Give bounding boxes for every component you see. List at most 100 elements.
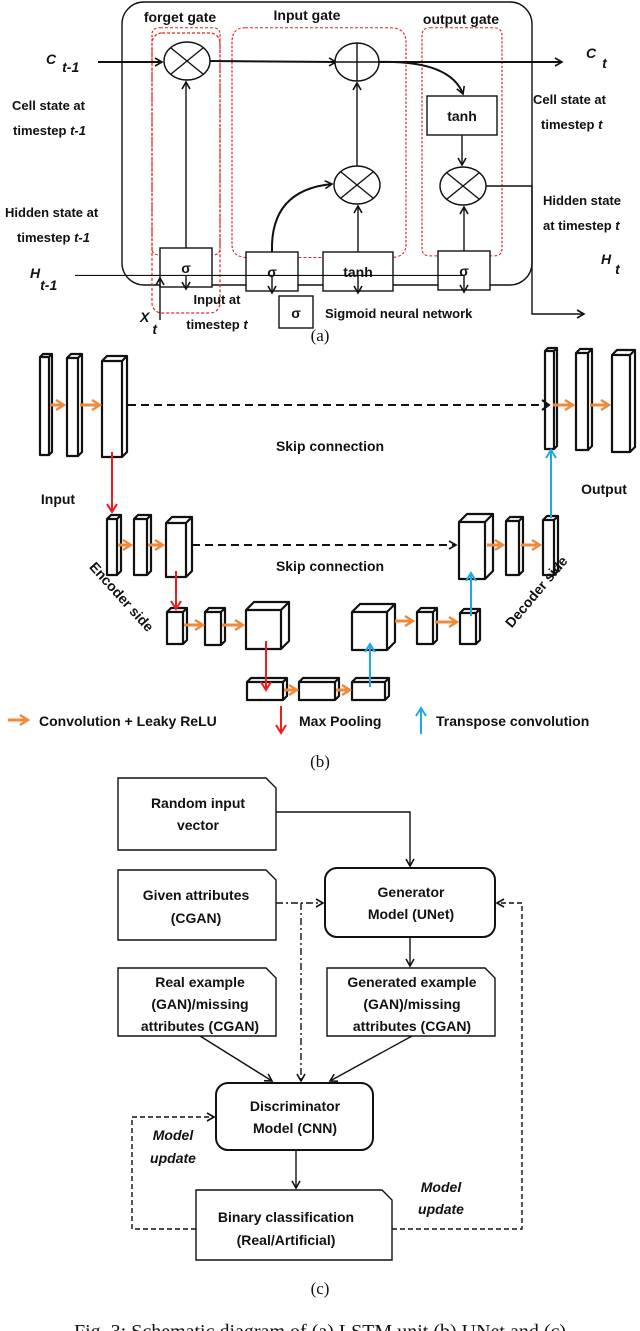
random-to-generator-arrow	[276, 811, 415, 868]
discriminator-box	[215, 1082, 374, 1151]
encoder-feature-map	[65, 352, 84, 458]
random-input-line-1: Random input	[151, 795, 245, 811]
legend-sigma-symbol: σ	[291, 305, 301, 321]
binary-classification-line-1: Binary classification	[218, 1209, 354, 1225]
unet-arrows	[50, 405, 609, 690]
cell-state-forget-to-add	[209, 57, 338, 67]
input-sigma-label: σ	[267, 264, 277, 280]
skip-connection-1-label: Skip connection	[276, 438, 384, 454]
input-gate-label: Input gate	[274, 7, 341, 23]
generator-line-2: Model (UNet)	[368, 906, 454, 922]
x-input-desc-2: timestep t	[186, 317, 248, 332]
output-label: Output	[581, 481, 627, 497]
forget-gate-label: forget gate	[144, 9, 217, 25]
h-next-desc-1: Hidden state	[543, 193, 621, 208]
h-next-symbol: Ht	[601, 251, 621, 277]
discriminator-update-loop	[131, 1112, 216, 1230]
binary-classification-box	[195, 1189, 393, 1261]
given-attributes-line-2: (CGAN)	[171, 910, 222, 926]
discriminator-line-1: Discriminator	[250, 1098, 341, 1114]
real-to-discriminator-arrow	[199, 1035, 274, 1082]
c-next-desc-1: Cell state at	[533, 92, 607, 107]
real-example-line-2: (GAN)/missing	[151, 996, 248, 1012]
h-prev-symbol: Ht-1	[30, 265, 57, 293]
encoder-feature-map	[244, 600, 291, 651]
model-update-left-line-1: Model	[153, 1127, 195, 1143]
encoder-feature-map	[100, 354, 129, 459]
cell-state-to-tanh	[377, 60, 466, 96]
generated-example-line-1: Generated example	[347, 974, 476, 990]
decoder-feature-map	[350, 602, 397, 652]
forget-sigma-box	[159, 247, 213, 288]
random-input-box	[117, 777, 277, 851]
generated-example-box	[326, 967, 496, 1037]
decoder-feature-map	[541, 514, 560, 577]
legend-sigma-text: Sigmoid neural network	[325, 306, 473, 321]
encoder-feature-map	[164, 515, 194, 579]
decoder-feature-map	[543, 346, 559, 451]
c-prev-desc-2: timestep t-1	[13, 123, 86, 138]
h-prev-desc-1: Hidden state at	[5, 205, 99, 220]
input-label: Input	[41, 491, 76, 507]
legend-transpose-label: Transpose convolution	[436, 713, 589, 729]
output-sigma-label: σ	[459, 263, 469, 279]
real-example-line-3: attributes (CGAN)	[141, 1018, 259, 1034]
output-tanh-label: tanh	[447, 108, 477, 124]
decoder-feature-map	[610, 348, 637, 454]
random-input-line-2: vector	[177, 817, 220, 833]
decoder-feature-map	[457, 512, 495, 581]
model-update-right-line-1: Model	[421, 1179, 463, 1195]
hidden-state-out-arrow	[486, 185, 586, 319]
gan-diagram: Random input vector Given attributes (CG…	[117, 777, 523, 1298]
generator-update-loop	[392, 898, 523, 1230]
figure-caption: Fig. 3: Schematic diagram of (a) LSTM un…	[74, 1321, 566, 1331]
bottleneck-feature-map	[297, 676, 341, 702]
decoder-feature-map	[574, 347, 594, 452]
generated-example-line-2: (GAN)/missing	[363, 996, 460, 1012]
bottleneck-feature-map	[350, 676, 391, 702]
forget-sigma-label: σ	[181, 260, 191, 276]
decoder-feature-map	[504, 515, 525, 577]
x-input-desc-1: Input at	[194, 292, 242, 307]
input-sigma-to-mult	[270, 179, 334, 253]
encoder-feature-map	[38, 352, 54, 457]
model-update-left-line-2: update	[150, 1150, 196, 1166]
x-input-symbol: Xt	[139, 309, 158, 337]
generator-line-1: Generator	[378, 884, 445, 900]
forget-multiply-icon	[163, 41, 211, 81]
skip-connection-1-arrowhead	[541, 399, 551, 411]
unet-diagram: Skip connection Skip connection Input Ou…	[8, 346, 637, 771]
lstm-diagram: forget gate Input gate output gate	[5, 1, 621, 345]
panel-c-label: (c)	[311, 1279, 330, 1298]
real-example-box	[117, 967, 277, 1037]
binary-classification-line-2: (Real/Artificial)	[237, 1232, 336, 1248]
output-multiply-icon	[439, 166, 487, 206]
input-multiply-icon	[333, 165, 381, 205]
encoder-feature-map	[132, 513, 153, 577]
generated-to-discriminator-arrow	[328, 1035, 413, 1082]
discriminator-line-2: Model (CNN)	[253, 1120, 337, 1136]
encoder-feature-map	[105, 513, 123, 577]
real-example-line-1: Real example	[155, 974, 245, 990]
model-update-right-line-2: update	[418, 1201, 464, 1217]
decoder-feature-map	[415, 606, 439, 646]
output-tanh-box	[426, 95, 498, 136]
generator-box	[324, 867, 496, 938]
given-attributes-line-1: Given attributes	[143, 887, 250, 903]
c-next-symbol: Ct	[586, 45, 608, 71]
legend-conv-label: Convolution + Leaky ReLU	[39, 713, 217, 729]
h-prev-desc-2: timestep t-1	[17, 230, 90, 245]
unet-blocks	[38, 346, 637, 702]
given-attributes-box	[117, 869, 277, 941]
generated-example-line-3: attributes (CGAN)	[353, 1018, 471, 1034]
c-prev-desc-1: Cell state at	[12, 98, 86, 113]
panel-b-label: (b)	[310, 752, 330, 771]
cell-add-icon	[334, 42, 380, 82]
legend-pool-label: Max Pooling	[299, 713, 381, 729]
legend-sigma-box	[278, 295, 314, 329]
panel-a-label: (a)	[311, 326, 330, 345]
output-gate-label: output gate	[423, 11, 499, 27]
skip-connection-2-label: Skip connection	[276, 558, 384, 574]
